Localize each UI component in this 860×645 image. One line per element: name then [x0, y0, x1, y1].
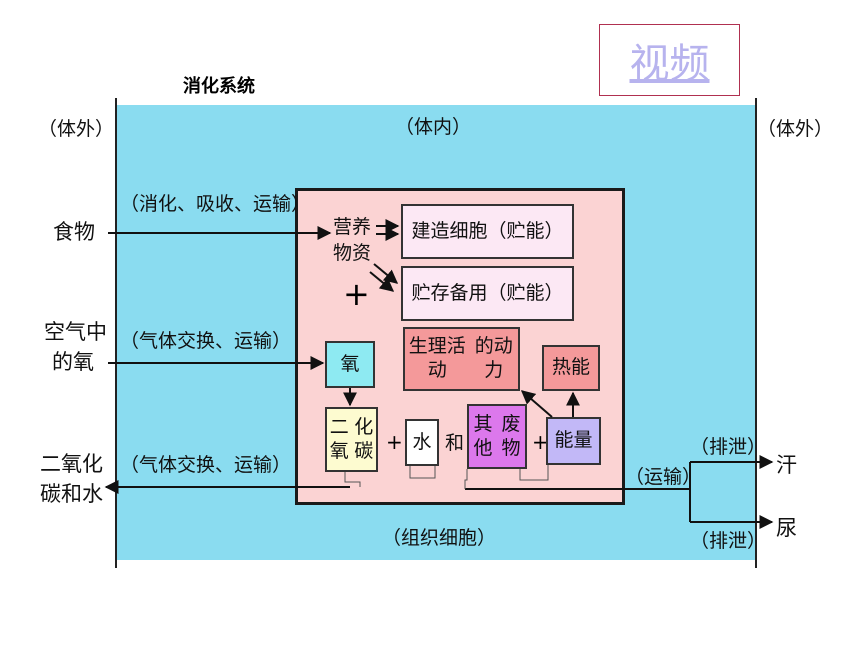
outside-right-label: （体外）	[757, 118, 834, 140]
physiological-activity-box: 生理活动的动力	[403, 327, 520, 391]
sweat-label: 汗	[776, 453, 797, 477]
food-process-label: （消化、吸收、运输）	[120, 193, 311, 215]
oxygen-process-label: （气体交换、运输）	[120, 330, 292, 352]
oxygen-air-label-line1: 空气中	[44, 320, 107, 344]
oxygen-box: 氧	[325, 341, 375, 388]
outside-left-label: （体外）	[38, 118, 115, 140]
energy-box: 能量	[546, 417, 601, 465]
oxygen-air-label-line2: 的氧	[52, 350, 94, 374]
nutrients-label-line1: 营养	[333, 216, 372, 238]
tissue-cell-label: （组织细胞）	[382, 527, 497, 549]
and-label: 和	[445, 432, 465, 454]
co2-water-label-line2: 碳和水	[40, 482, 103, 506]
video-link[interactable]: 视频	[599, 24, 740, 96]
activity-line1: 生理活动	[408, 335, 466, 381]
energy-to-activity-arrow	[520, 390, 553, 418]
co2-process-label: （气体交换、运输）	[120, 454, 292, 476]
plus-sign-1: +	[343, 275, 370, 313]
excrete-label-1: （排泄）	[690, 436, 767, 458]
left-body-boundary	[115, 98, 117, 568]
activity-line2: 的动力	[474, 335, 513, 381]
plus-sign-3: +	[532, 430, 549, 454]
water-box: 水	[405, 419, 439, 466]
co2-box: 二氧化碳	[325, 407, 378, 472]
transport-label: （运输）	[625, 466, 702, 488]
build-cells-box: 建造细胞（贮能）	[401, 204, 574, 259]
co2-water-label-line1: 二氧化	[40, 452, 103, 476]
co2-line2: 化碳	[354, 415, 374, 462]
store-arrow-2	[369, 271, 395, 292]
inside-label: （体内）	[395, 116, 472, 138]
page-title: 消化系统	[183, 76, 255, 97]
waste-line1: 其他	[473, 412, 493, 459]
store-arrow-1	[373, 263, 399, 284]
excrete-label-2: （排泄）	[690, 530, 767, 552]
waste-connector	[464, 469, 468, 489]
other-waste-box: 其他废物	[467, 404, 527, 469]
waste-line2: 废物	[501, 412, 521, 459]
co2-line1: 二氧	[329, 415, 349, 462]
store-reserve-box: 贮存备用（贮能）	[401, 266, 574, 321]
plus-sign-2: +	[386, 430, 403, 454]
energy-waste-connector	[519, 465, 549, 481]
heat-energy-box: 热能	[542, 345, 600, 391]
nutrients-label-line2: 物资	[333, 242, 372, 264]
water-connector	[409, 466, 436, 479]
co2-connector	[344, 472, 361, 487]
right-body-boundary	[755, 98, 757, 568]
food-label: 食物	[53, 220, 95, 244]
urine-label: 尿	[776, 516, 797, 540]
